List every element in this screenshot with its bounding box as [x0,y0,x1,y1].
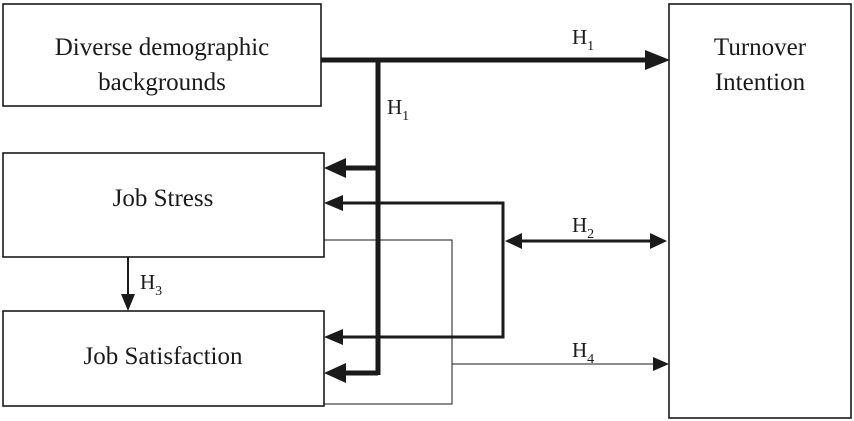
box-diverse-demographic-backgrounds: Diverse demographic backgrounds [2,3,322,107]
h4-label: H4 [572,338,594,367]
box-turnover-intention: Turnover Intention [668,3,852,419]
job-stress-label: Job Stress [113,185,214,212]
h1-arrowhead-job-satisfaction [324,363,346,383]
h4-bracket [324,239,453,405]
h4-paths [324,239,669,405]
h1-label-top: H1 [572,25,594,54]
h1-label-middle: H1 [387,95,409,124]
h1-arrowhead-job-stress [324,158,346,178]
h2-arrowhead-job-satisfaction [324,329,343,345]
h4-arrowhead [653,357,669,371]
demographics-label-line2: backgrounds [98,69,226,96]
turnover-label-line1: Turnover [714,34,807,61]
h2-label: H2 [572,213,594,242]
h1-paths [321,50,670,383]
h3-path [121,257,135,311]
h2-arrowhead-right [650,233,667,249]
h2-paths [324,195,667,345]
demographics-label-line1: Diverse demographic [55,34,270,61]
h1-arrowhead-turnover [645,50,670,70]
job-satisfaction-label: Job Satisfaction [83,343,243,370]
h3-arrowhead [121,294,135,311]
h2-arrowhead-job-stress [324,195,343,211]
h3-label: H3 [140,270,162,299]
box-job-stress: Job Stress [2,152,325,258]
h2-arrowhead-left [505,233,522,249]
box-job-satisfaction: Job Satisfaction [2,310,325,407]
turnover-label-line2: Intention [715,69,806,96]
h2-bracket [340,201,505,339]
